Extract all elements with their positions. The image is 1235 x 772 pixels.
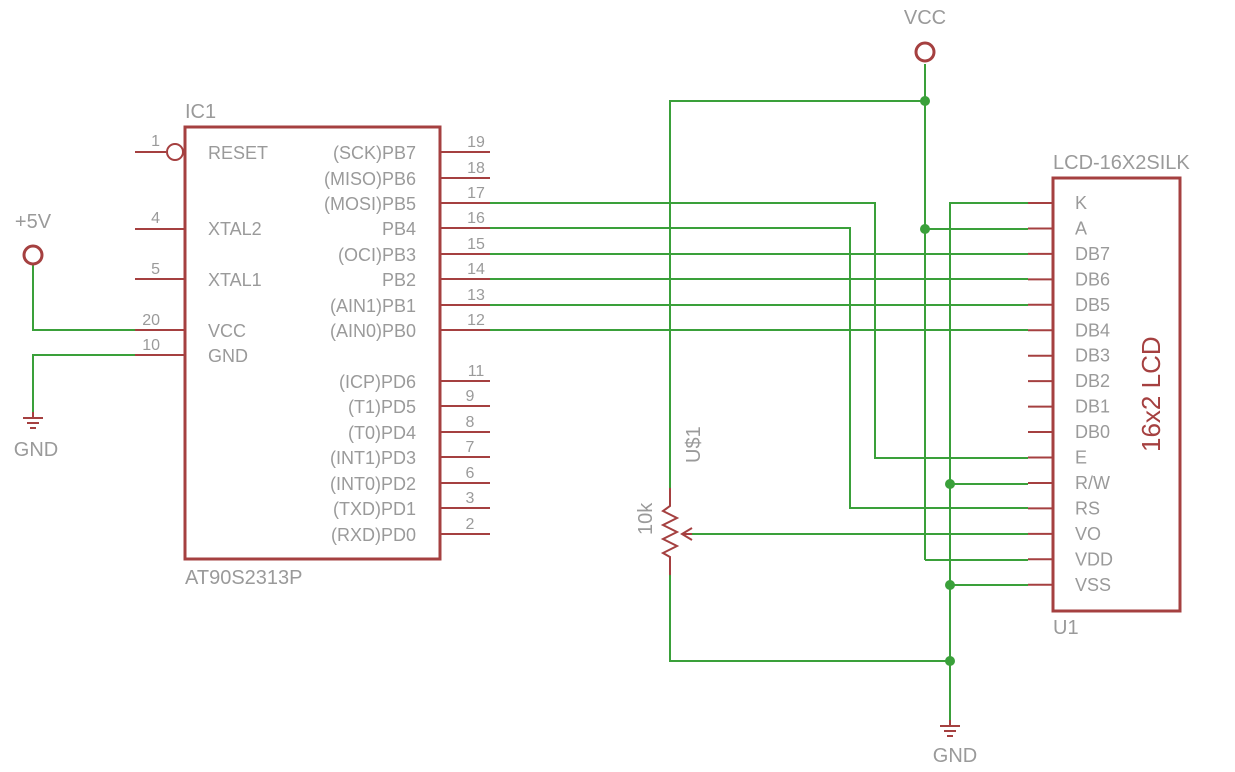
lcd-pin-name: A xyxy=(1075,218,1087,238)
left-pin-number: 1 xyxy=(151,133,160,150)
lcd-pin-name: RS xyxy=(1075,498,1100,518)
left-pin-number: 10 xyxy=(142,337,160,354)
right-pin-name: (AIN1)PB1 xyxy=(330,296,416,316)
right-pin-number: 15 xyxy=(467,236,485,253)
right-pin-name: (INT0)PD2 xyxy=(330,474,416,494)
ic1-refdes: IC1 xyxy=(185,101,216,123)
vcc-supply-symbol[interactable]: VCC xyxy=(904,7,946,63)
lcd-pin-name: DB3 xyxy=(1075,346,1110,366)
plus5v-label: +5V xyxy=(15,211,52,233)
left-pin-name: RESET xyxy=(208,143,268,163)
left-pin-name: XTAL2 xyxy=(208,219,262,239)
right-pin-number: 8 xyxy=(466,414,475,431)
lcd-pin-name: DB6 xyxy=(1075,269,1110,289)
lcd-pin-name: VO xyxy=(1075,524,1101,544)
right-pin-number: 9 xyxy=(466,388,475,405)
right-pin-number: 12 xyxy=(467,312,485,329)
junction-dot xyxy=(945,656,955,666)
right-pin-number: 7 xyxy=(466,439,475,456)
right-pin-name: PB2 xyxy=(382,270,416,290)
lcd-pin-name: DB2 xyxy=(1075,371,1110,391)
wire-pb4-rs xyxy=(490,227,1028,509)
right-pin-name: (INT1)PD3 xyxy=(330,448,416,468)
right-pin-name: (T0)PD4 xyxy=(348,423,416,443)
ic1-part-name: AT90S2313P xyxy=(185,567,303,589)
ic1-body xyxy=(183,125,442,561)
reset-inversion-bubble xyxy=(166,143,184,161)
resistor-zigzag-icon xyxy=(660,488,680,575)
wiper-arrow-icon xyxy=(680,527,693,541)
left-pin-name: VCC xyxy=(208,321,246,341)
lcd-pin-name: DB0 xyxy=(1075,422,1110,442)
lcd-pin-name: DB1 xyxy=(1075,397,1110,417)
left-pin-name: XTAL1 xyxy=(208,270,262,290)
right-pin-number: 19 xyxy=(467,134,485,151)
right-pin-number: 13 xyxy=(467,287,485,304)
lcd-refdes: U1 xyxy=(1053,617,1079,639)
right-pin-name: (OCI)PB3 xyxy=(338,245,416,265)
right-pin-name: (MISO)PB6 xyxy=(324,169,416,189)
lcd-pin-name: K xyxy=(1075,193,1087,213)
lcd-16x2-symbol[interactable]: LCD-16X2SILK U1 16x2 LCD KA DB7DB6DB5DB4D… xyxy=(1028,152,1190,639)
lcd-pin-name: DB5 xyxy=(1075,295,1110,315)
plus5v-supply-symbol[interactable]: +5V xyxy=(15,211,52,266)
wire-pot-bottom-gnd xyxy=(669,575,950,662)
right-pin-number: 16 xyxy=(467,210,485,227)
lcd-pin-name: R/W xyxy=(1075,473,1110,493)
right-pin-name: (MOSI)PB5 xyxy=(324,194,416,214)
right-pin-number: 14 xyxy=(467,261,485,278)
right-pin-number: 11 xyxy=(468,363,485,380)
right-pin-name: (ICP)PD6 xyxy=(339,372,416,392)
lcd-pin-name: DB4 xyxy=(1075,320,1110,340)
lcd-pin-name: E xyxy=(1075,448,1087,468)
gnd-bottom-symbol[interactable]: GND xyxy=(933,720,977,767)
lcd-body-text: 16x2 LCD xyxy=(1136,336,1166,452)
right-pin-name: (SCK)PB7 xyxy=(333,143,416,163)
lcd-pin-name: VSS xyxy=(1075,575,1111,595)
right-pin-name: (AIN0)PB0 xyxy=(330,321,416,341)
junction-dot xyxy=(945,479,955,489)
potentiometer-u1-symbol[interactable]: U$1 10k xyxy=(635,426,705,575)
right-pin-name: (RXD)PD0 xyxy=(331,525,416,545)
gnd-bottom-label: GND xyxy=(933,745,977,767)
junction-dot xyxy=(920,224,930,234)
wire-5v-to-vcc xyxy=(32,265,135,331)
left-pin-number: 4 xyxy=(151,210,160,227)
right-pin-number: 2 xyxy=(466,516,475,533)
right-pin-number: 3 xyxy=(466,490,475,507)
right-pin-number: 18 xyxy=(467,160,485,177)
gnd-left-symbol[interactable]: GND xyxy=(14,412,58,461)
wire-vcc-pot-top xyxy=(669,100,925,488)
lcd-body xyxy=(1051,176,1182,613)
supply-ring-icon xyxy=(22,244,44,266)
ic1-symbol[interactable]: IC1 AT90S2313P 1 4 5 20 10 RESET XTAL2 X… xyxy=(135,101,490,589)
pot-refdes: U$1 xyxy=(683,426,705,463)
junction-dot xyxy=(945,580,955,590)
junction-dot xyxy=(920,96,930,106)
vcc-label: VCC xyxy=(904,7,946,29)
wire-gnd-rail xyxy=(949,202,1028,720)
right-pin-name: (TXD)PD1 xyxy=(333,499,416,519)
left-pin-name: GND xyxy=(208,346,248,366)
right-pin-name: PB4 xyxy=(382,219,416,239)
wires xyxy=(32,64,1028,720)
wire-gnd-left xyxy=(32,354,135,412)
gnd-left-label: GND xyxy=(14,439,58,461)
lcd-pin-name: VDD xyxy=(1075,549,1113,569)
right-pin-number: 17 xyxy=(467,185,485,202)
left-pin-number: 20 xyxy=(142,312,160,329)
left-pin-number: 5 xyxy=(151,261,160,278)
right-pin-name: (T1)PD5 xyxy=(348,397,416,417)
pot-value: 10k xyxy=(635,502,657,535)
lcd-part-name: LCD-16X2SILK xyxy=(1053,152,1190,174)
supply-ring-icon xyxy=(914,41,936,63)
lcd-pin-name: DB7 xyxy=(1075,244,1110,264)
right-pin-number: 6 xyxy=(466,465,475,482)
